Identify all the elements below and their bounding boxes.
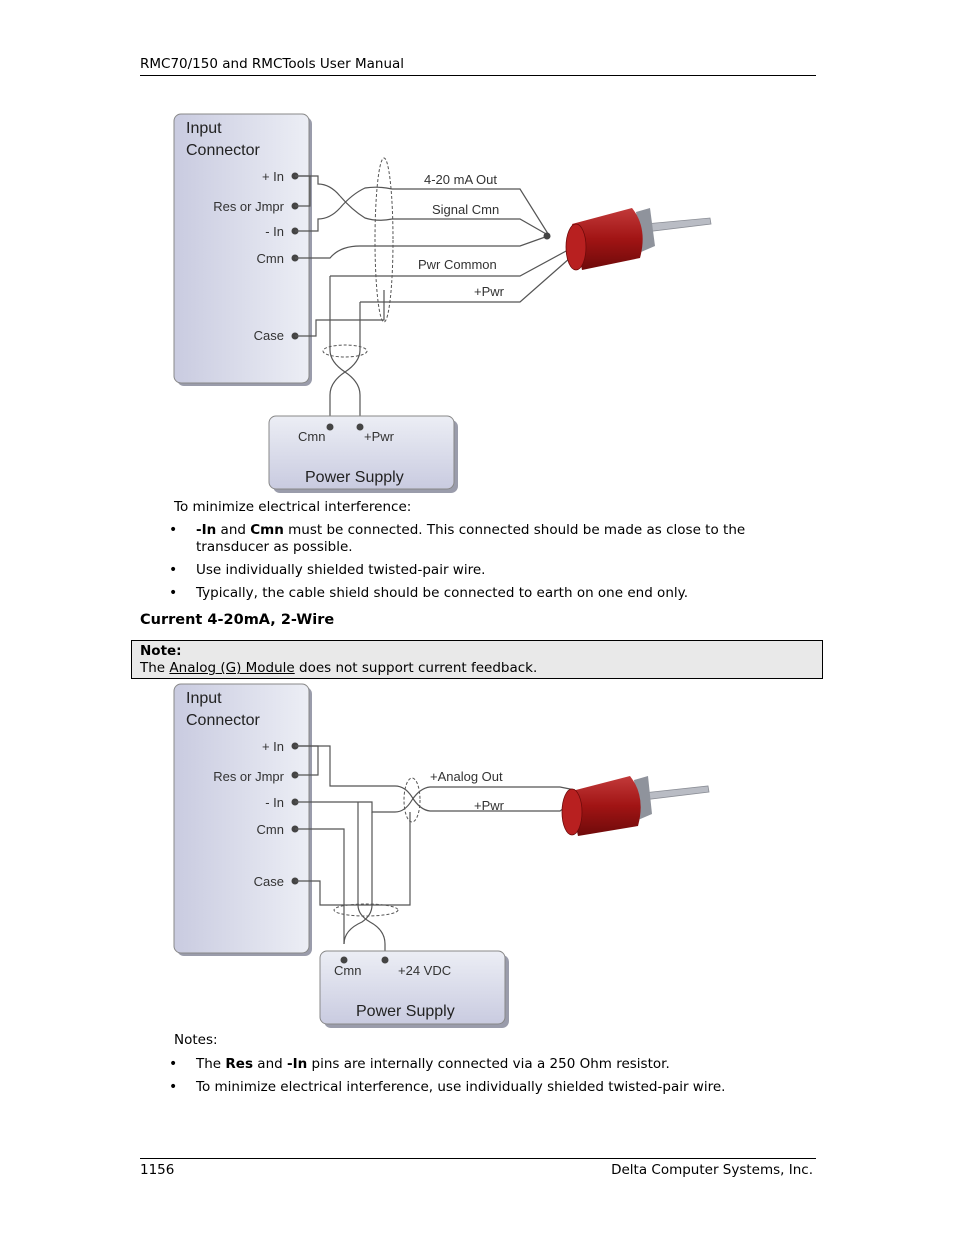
page-footer: 1156 Delta Computer Systems, Inc. — [140, 1158, 816, 1178]
ps-cmn-label: Cmn — [298, 429, 325, 444]
ps-pwr-label: +Pwr — [364, 429, 395, 444]
connector-title: Connector — [186, 712, 260, 729]
note-box: Note: The Analog (G) Module does not sup… — [131, 640, 823, 679]
wire-label-pwr: +Pwr — [474, 798, 505, 813]
bullet-list-1: -In and Cmn must be connected. This conn… — [169, 522, 789, 608]
bullet-list-2: The Res and -In pins are internally conn… — [169, 1056, 809, 1102]
page-header: RMC70/150 and RMCTools User Manual — [140, 56, 816, 76]
wiring-diagram-4-wire: Input Connector + In Res or Jmpr - In Cm… — [173, 113, 712, 493]
power-supply-box — [319, 950, 506, 1025]
analog-module-link[interactable]: Analog (G) Module — [169, 660, 295, 676]
list-item: The Res and -In pins are internally conn… — [169, 1056, 809, 1073]
wire-label-analog-out: +Analog Out — [430, 769, 503, 784]
input-connector-box — [173, 683, 310, 954]
wiring-diagram-2-wire: Input Connector + In Res or Jmpr - In Cm… — [173, 683, 710, 1028]
connector-title: Input — [186, 120, 222, 137]
pin-label-res: Res or Jmpr — [213, 199, 284, 214]
pin-label-case: Case — [254, 874, 284, 889]
list-item: To minimize electrical interference, use… — [169, 1079, 809, 1096]
intro-text: To minimize electrical interference: — [174, 499, 412, 515]
page-number: 1156 — [140, 1162, 175, 1178]
pin-label-res: Res or Jmpr — [213, 769, 284, 784]
notes-title: Notes: — [174, 1032, 218, 1048]
ps-cmn-label: Cmn — [334, 963, 361, 978]
wires — [295, 745, 576, 960]
section-title: Current 4-20mA, 2-Wire — [140, 612, 335, 628]
pin-label-plus-in: + In — [262, 169, 284, 184]
ps-pwr-label: +24 VDC — [398, 963, 451, 978]
wire-label-signal-cmn: Signal Cmn — [432, 202, 499, 217]
connector-title: Connector — [186, 142, 260, 159]
pin-label-plus-in: + In — [262, 739, 284, 754]
transducer-image — [565, 208, 712, 271]
pin-label-cmn: Cmn — [257, 251, 284, 266]
wire-label-4-20-out: 4-20 mA Out — [424, 172, 497, 187]
company-name: Delta Computer Systems, Inc. — [611, 1162, 813, 1178]
wire-label-pwr-common: Pwr Common — [418, 257, 497, 272]
power-supply-box — [268, 415, 455, 490]
pin-label-minus-in: - In — [265, 795, 284, 810]
pin-label-case: Case — [254, 328, 284, 343]
list-item: -In and Cmn must be connected. This conn… — [169, 522, 789, 556]
list-item: Use individually shielded twisted-pair w… — [169, 562, 789, 579]
pin-label-minus-in: - In — [265, 224, 284, 239]
manual-title: RMC70/150 and RMCTools User Manual — [140, 56, 405, 72]
note-label: Note: — [140, 643, 182, 659]
ps-title: Power Supply — [356, 1003, 455, 1020]
connector-title: Input — [186, 690, 222, 707]
pin-label-cmn: Cmn — [257, 822, 284, 837]
wire-label-pwr: +Pwr — [474, 284, 505, 299]
transducer-image — [561, 776, 710, 836]
wires — [295, 175, 571, 427]
ps-title: Power Supply — [305, 469, 404, 486]
list-item: Typically, the cable shield should be co… — [169, 585, 789, 602]
